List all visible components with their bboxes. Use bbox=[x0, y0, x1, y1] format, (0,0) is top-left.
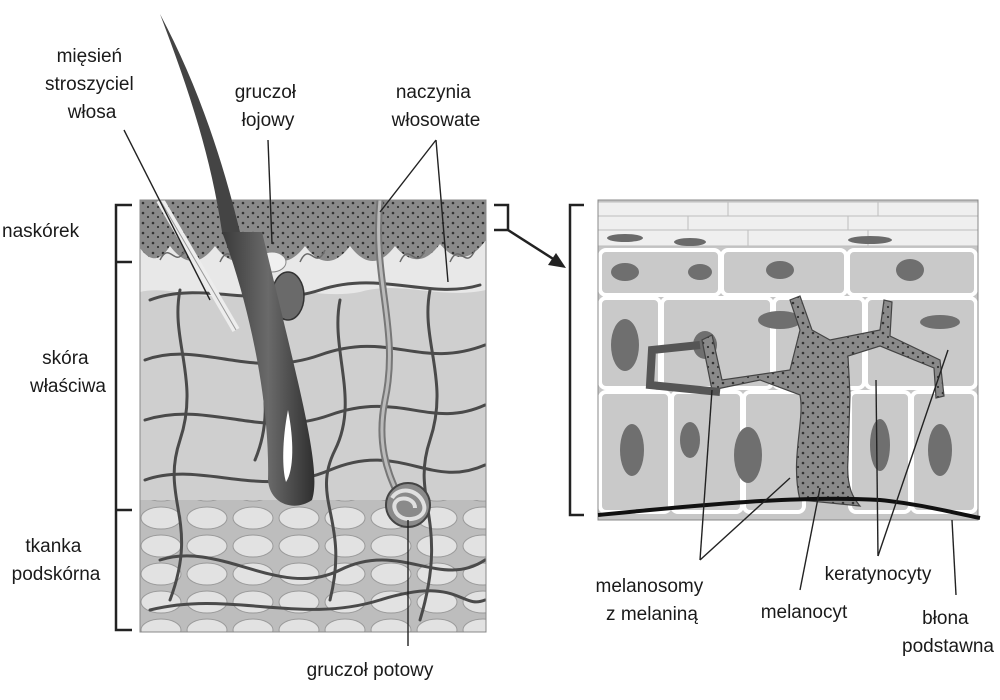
label-melanosomes: melanosomy z melaniną bbox=[596, 576, 709, 625]
label-epidermis: naskórek bbox=[2, 221, 80, 242]
zoom-arrow-head bbox=[548, 253, 566, 268]
label-sebaceous-gland: gruczoł łojowy bbox=[235, 82, 302, 131]
zoom-arrow bbox=[507, 228, 559, 264]
label-basement-membrane: błona podstawna bbox=[902, 608, 994, 657]
skin-cross-section bbox=[140, 200, 486, 632]
epidermis-detail bbox=[598, 200, 978, 520]
zoom-indicator bbox=[494, 203, 584, 517]
label-capillaries: naczynia włosowate bbox=[391, 82, 481, 131]
label-hypodermis: tkanka podskórna bbox=[12, 536, 101, 585]
hypodermis-layer bbox=[140, 500, 486, 632]
basement-membrane bbox=[597, 496, 981, 520]
capillary-network bbox=[143, 281, 486, 622]
stratum-corneum bbox=[598, 201, 978, 247]
leader-lines-left bbox=[123, 129, 449, 646]
label-keratinocytes: keratynocyty bbox=[825, 564, 932, 585]
label-melanocyte: melanocyt bbox=[761, 602, 848, 623]
cell-nuclei bbox=[611, 259, 960, 483]
label-dermis: skóra właściwa bbox=[29, 348, 106, 397]
layer-brackets bbox=[114, 203, 132, 632]
hair-shaft bbox=[160, 14, 240, 232]
melanocyte-cell bbox=[701, 295, 945, 507]
label-sweat-gland: gruczoł potowy bbox=[307, 660, 434, 681]
label-arrector-pili: mięsień stroszyciel włosa bbox=[45, 46, 139, 123]
leader-lines-right bbox=[699, 349, 957, 596]
